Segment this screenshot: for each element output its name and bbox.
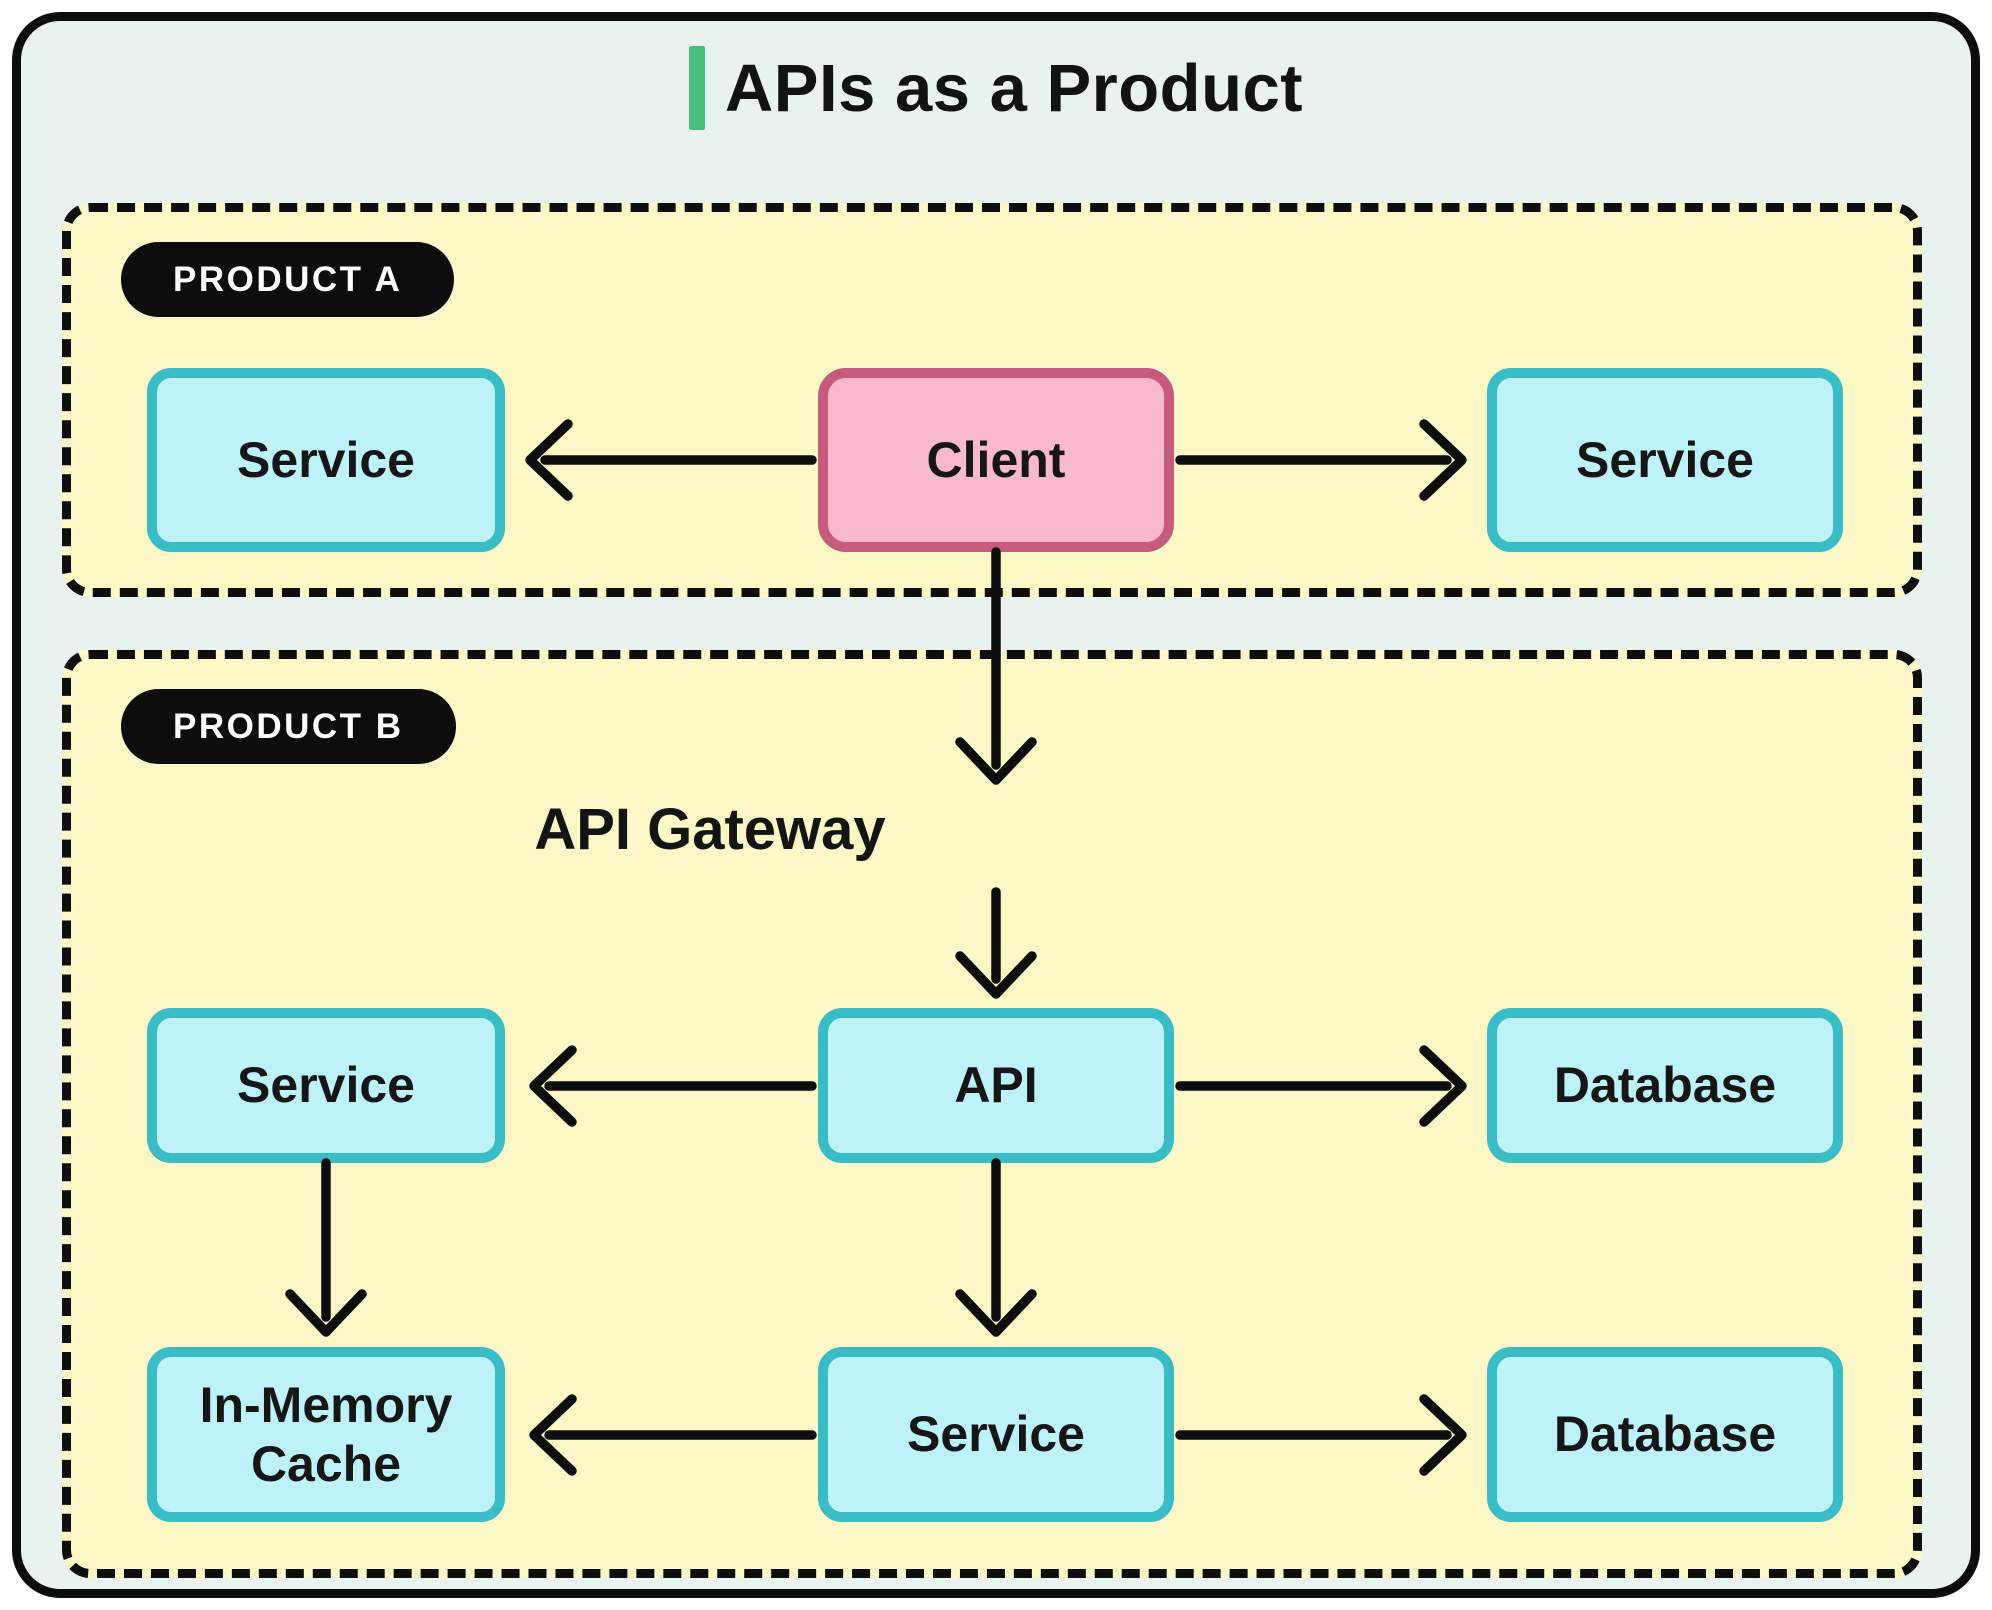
api-gateway-label: API Gateway bbox=[534, 797, 886, 862]
node-client: Client bbox=[818, 368, 1174, 552]
node-database-1: Database bbox=[1487, 1008, 1843, 1163]
node-service-b-bottom: Service bbox=[818, 1347, 1174, 1522]
node-in-memory-cache: In-Memory Cache bbox=[147, 1347, 505, 1522]
page-title: APIs as a Product bbox=[724, 50, 1304, 126]
title-accent-bar-icon bbox=[688, 46, 705, 130]
diagram-title: APIs as a Product bbox=[0, 46, 1992, 130]
node-service-b-mid: Service bbox=[147, 1008, 505, 1163]
node-database-2: Database bbox=[1487, 1347, 1843, 1522]
node-api: API bbox=[818, 1008, 1174, 1163]
node-service-a-right: Service bbox=[1487, 368, 1843, 552]
product-a-badge: PRODUCT A bbox=[121, 242, 455, 317]
node-service-a-left: Service bbox=[147, 368, 505, 552]
product-b-badge: PRODUCT B bbox=[121, 689, 456, 764]
